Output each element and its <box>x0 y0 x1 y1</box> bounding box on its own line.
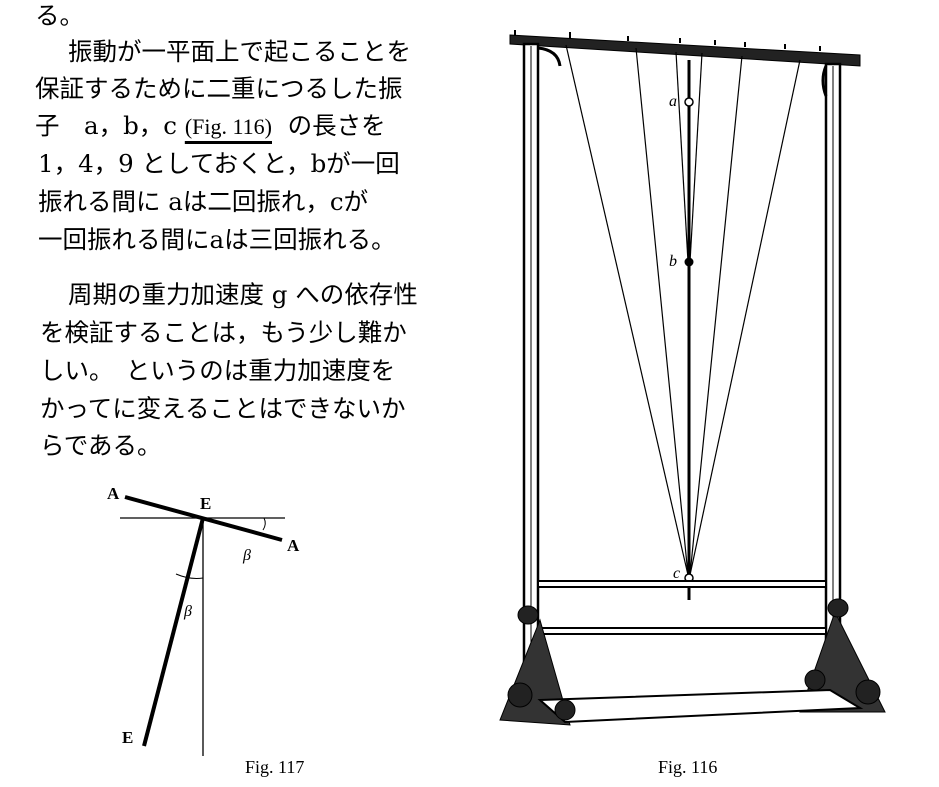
figure-reference: (Fig. 116) <box>184 114 272 139</box>
text-segment: 子 a，b，c <box>35 111 185 140</box>
text-line: かってに変えることはできないか <box>40 394 406 423</box>
top-beam <box>509 34 861 67</box>
text-line: る。 <box>35 1 84 30</box>
label-b: b <box>669 253 677 270</box>
text-line: 周期の重力加速度 g への依存性 <box>68 280 418 309</box>
label-e-bottom: E <box>122 728 134 747</box>
label-a: a <box>669 93 677 110</box>
label-beta-top: β <box>243 547 251 564</box>
crossbar-middle <box>537 627 827 635</box>
text-line: 1，4，9 としておくと，bが一回 <box>38 149 400 178</box>
fig116-pendulum-frame <box>499 30 886 726</box>
fig117-caption: Fig. 117 <box>245 757 305 777</box>
bob-a <box>684 97 694 107</box>
text-line: らである。 <box>40 431 162 460</box>
text-line: 振れる間に aは二回振れ，cが <box>38 187 369 216</box>
label-c: c <box>673 565 681 582</box>
text-line: 一回振れる間にaは三回振れる。 <box>38 225 396 254</box>
text-line: 保証するために二重につるした振 <box>35 74 403 103</box>
rod-ee <box>142 517 205 747</box>
crossbar-upper <box>537 580 827 588</box>
bob-b <box>684 257 694 267</box>
text-line: 振動が一平面上で起こることを <box>68 37 411 66</box>
label-a-right: A <box>287 536 300 555</box>
text-line: を検証することは，もう少し難か <box>40 318 407 347</box>
text-segment: の長さを <box>287 111 386 140</box>
base-frame <box>537 688 864 724</box>
fig117-diagram <box>120 495 285 756</box>
fig116-caption: Fig. 116 <box>658 757 718 777</box>
label-beta-mid: β <box>184 603 192 620</box>
label-a-left: A <box>107 484 120 503</box>
suspension-strings <box>565 44 801 576</box>
text-line: しい。 というのは重力加速度を <box>40 356 396 385</box>
label-e-top: E <box>200 494 212 513</box>
text-line: 子 a，b，c (Fig. 116) の長さを <box>35 111 386 140</box>
